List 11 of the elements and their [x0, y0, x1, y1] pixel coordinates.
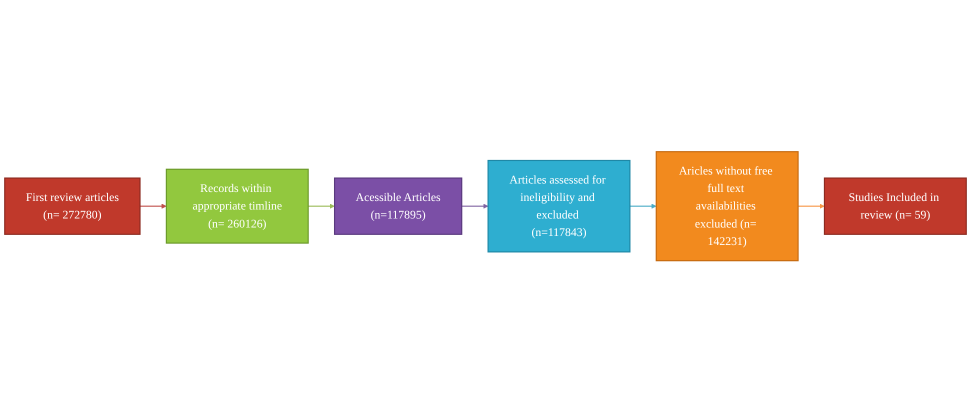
- arrow: [462, 203, 488, 209]
- node-box: Acessible Articles (n=117895): [334, 177, 462, 235]
- arrow: [140, 203, 167, 209]
- node-box: Aricles without free full text availabilities excluded (n= 142231): [656, 150, 799, 262]
- node-box: Records within appropriate timline (n= 260126): [166, 168, 309, 244]
- arrow: [308, 203, 335, 209]
- arrow: [630, 203, 656, 209]
- node-box: Studies Included in review (n= 59): [824, 177, 967, 235]
- node-box: Articles assessed for ineligibility and excluded (n=117843): [488, 160, 630, 252]
- node-box: First review articles (n= 272780): [4, 177, 141, 235]
- arrow: [798, 203, 825, 209]
